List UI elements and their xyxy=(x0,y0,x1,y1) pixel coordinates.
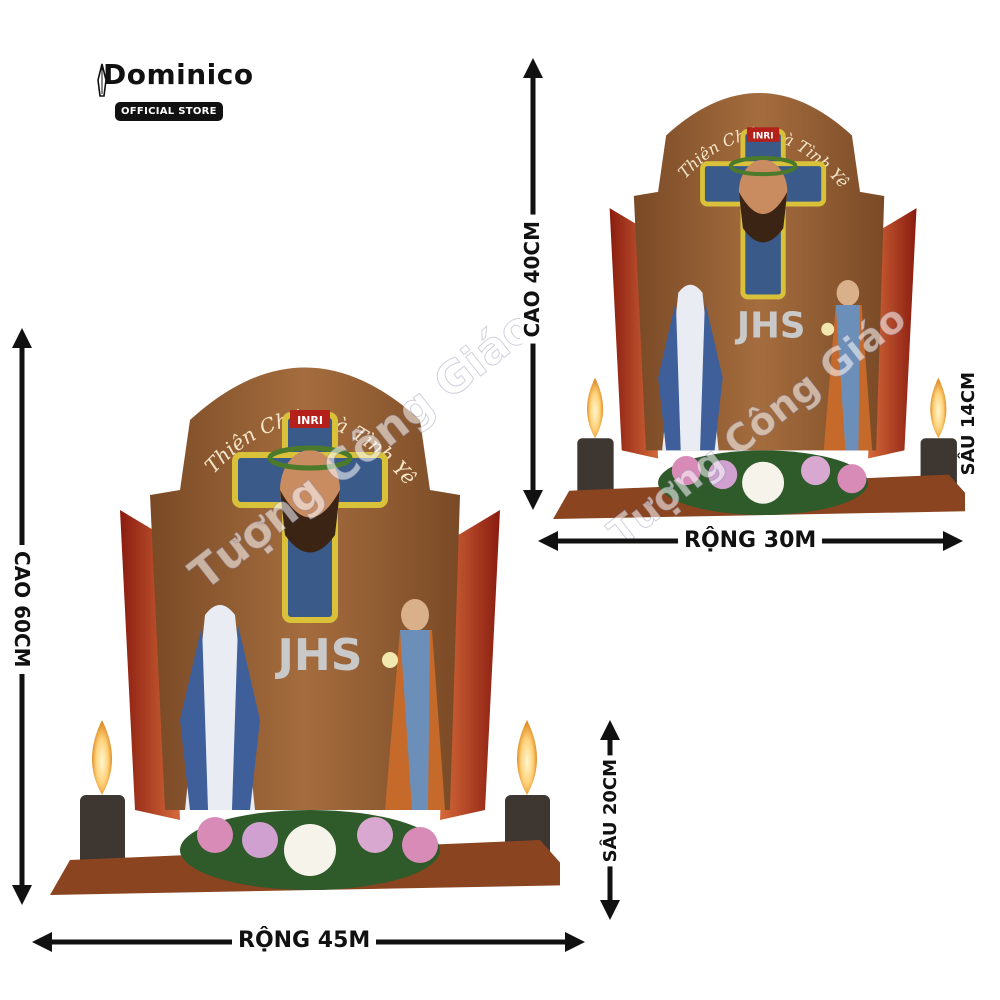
left-candle-lamp xyxy=(577,377,614,495)
large-width-label: RỘNG 45M xyxy=(232,928,377,953)
left-candle-lamp xyxy=(80,720,125,865)
praying-hands-icon xyxy=(97,63,107,97)
altar-large-illustration: Thiên Chúa Là Tình Yêu INRI JHS xyxy=(40,340,560,895)
joseph-statue xyxy=(821,279,873,451)
inri-label: INRI xyxy=(753,132,774,142)
flower-arrangement xyxy=(658,450,869,515)
small-depth-label: SÂU 14CM xyxy=(958,372,979,476)
large-height-label: CAO 60CM xyxy=(10,545,34,674)
altar-small-illustration: Thiên Chúa Là Tình Yêu INRI JHS xyxy=(545,70,965,520)
brand-logo: Dominico OFFICIAL STORE xyxy=(95,58,255,128)
flower-arrangement xyxy=(180,810,440,890)
joseph-statue xyxy=(382,599,445,810)
cross-icon: INRI xyxy=(232,410,388,623)
altar-large-image: Thiên Chúa Là Tình Yêu INRI JHS xyxy=(40,340,560,920)
cross-icon: INRI xyxy=(700,127,827,300)
small-width-label: RỘNG 30M xyxy=(678,528,823,553)
official-store-badge: OFFICIAL STORE xyxy=(115,102,223,121)
brand-name: Dominico xyxy=(103,58,254,91)
mary-statue xyxy=(180,605,260,810)
large-depth-label: SÂU 20CM xyxy=(600,755,621,867)
jhs-monogram: JHS xyxy=(275,630,363,681)
small-height-label: CAO 40CM xyxy=(520,215,544,344)
jhs-monogram: JHS xyxy=(735,305,806,346)
inri-label: INRI xyxy=(297,414,323,427)
mary-statue xyxy=(658,284,723,451)
altar-small-image: Thiên Chúa Là Tình Yêu INRI JHS xyxy=(545,70,965,540)
